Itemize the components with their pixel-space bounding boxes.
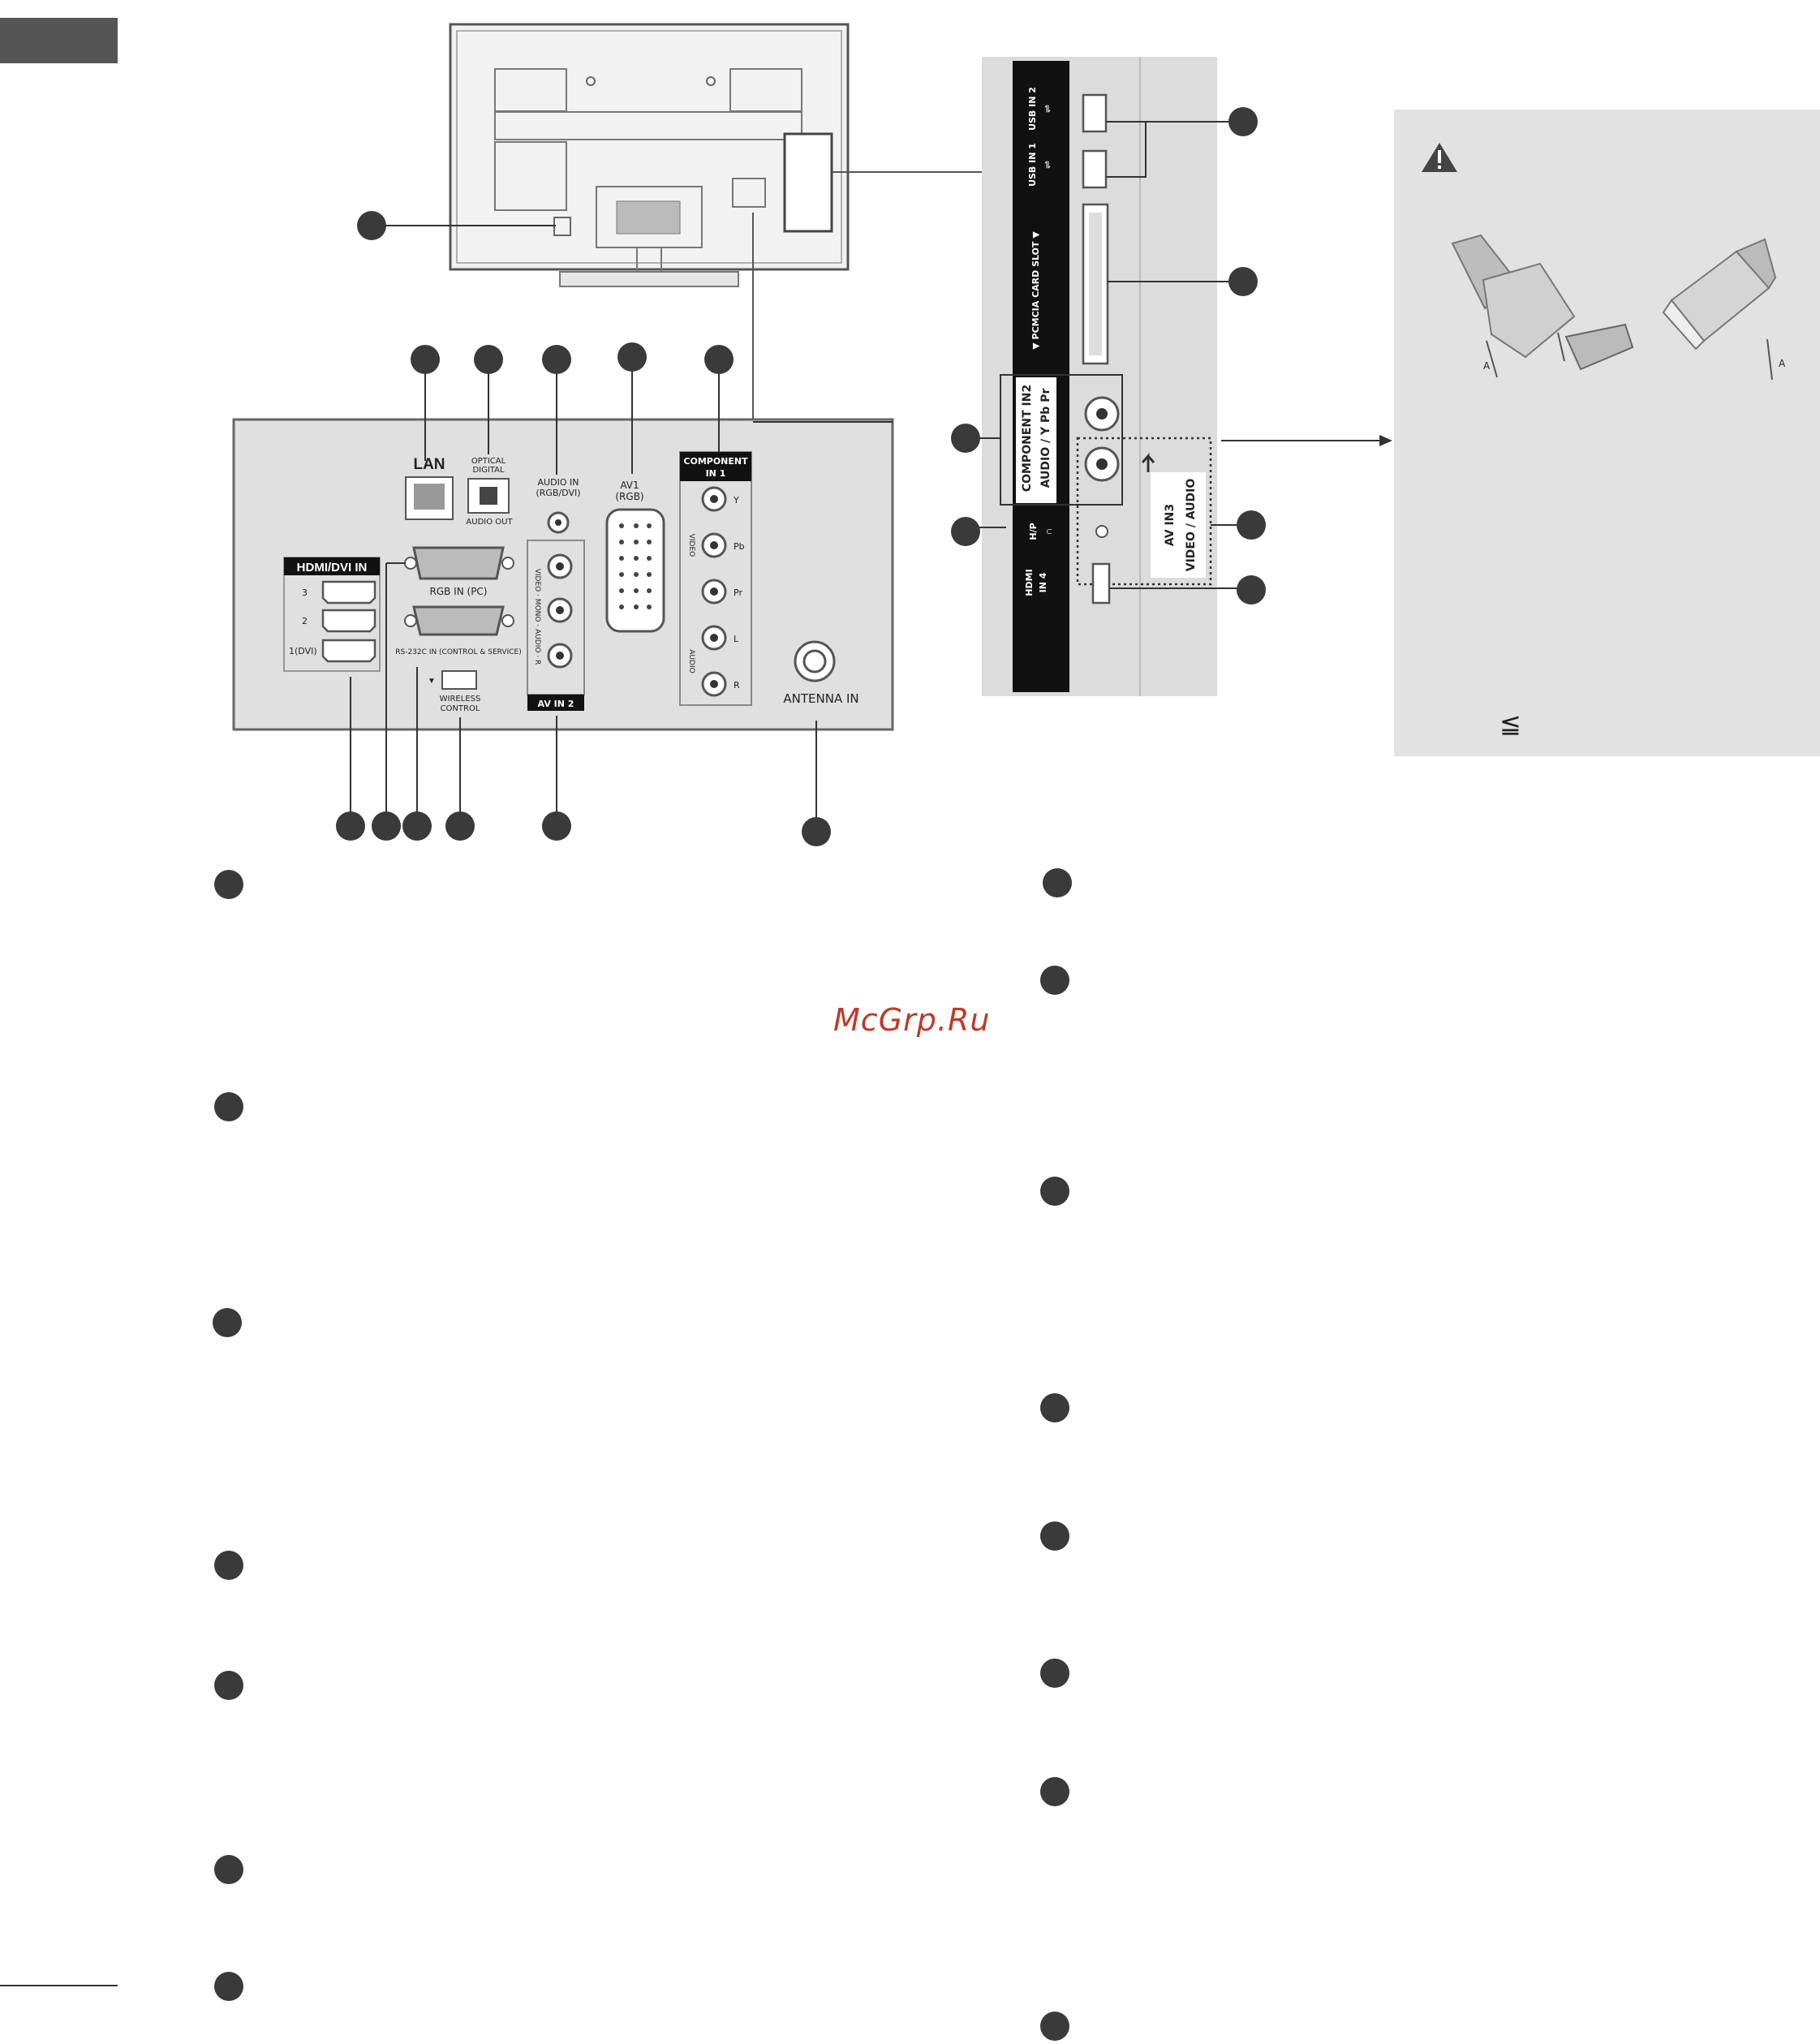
tv-back-view <box>449 23 850 287</box>
headphone-jack <box>1095 525 1108 538</box>
svg-text:1(DVI): 1(DVI) <box>289 646 317 656</box>
usb-stick-icon: A <box>1662 238 1786 381</box>
svg-text:AV1: AV1 <box>620 480 639 491</box>
svg-text:USB IN 2: USB IN 2 <box>1027 87 1038 131</box>
back-connection-panel: LAN OPTICAL DIGITAL AUDIO OUT AUDIO IN (… <box>232 418 894 731</box>
svg-text:IN 4: IN 4 <box>1038 572 1048 592</box>
svg-text:VIDEO · MONO · AUDIO · R: VIDEO · MONO · AUDIO · R <box>533 569 541 665</box>
svg-text:(RGB): (RGB) <box>615 491 643 502</box>
svg-text:AV IN3: AV IN3 <box>1164 504 1177 546</box>
svg-text:VIDEO: VIDEO <box>687 534 695 557</box>
svg-text:VIDEO / AUDIO: VIDEO / AUDIO <box>1185 479 1198 572</box>
svg-text:AV IN 2: AV IN 2 <box>538 699 574 709</box>
svg-text:CONTROL: CONTROL <box>441 704 480 713</box>
svg-text:Pb: Pb <box>734 541 745 552</box>
usb-icon: ⇌ <box>1042 161 1053 169</box>
rgb-in-port <box>412 546 505 580</box>
svg-text:A: A <box>1779 358 1786 369</box>
svg-text:OPTICAL: OPTICAL <box>471 457 506 466</box>
svg-text:RGB IN (PC): RGB IN (PC) <box>430 586 488 597</box>
usb1-port <box>1082 149 1108 189</box>
svg-text:(RGB/DVI): (RGB/DVI) <box>536 488 580 498</box>
svg-text:DIGITAL: DIGITAL <box>472 466 505 475</box>
svg-text:COMPONENT: COMPONENT <box>683 456 748 467</box>
item-bullets-right <box>1040 868 1072 2041</box>
svg-text:▼ PCMCIA CARD SLOT ▼: ▼ PCMCIA CARD SLOT ▼ <box>1030 231 1041 350</box>
hdmi4-port <box>1091 562 1111 605</box>
callout-dots-side <box>951 107 1266 605</box>
svg-text:R: R <box>734 680 740 691</box>
callout-dots-bottom <box>336 811 831 846</box>
svg-text:2: 2 <box>302 616 308 626</box>
svg-text:Y: Y <box>733 495 739 506</box>
svg-text:USB IN 1: USB IN 1 <box>1027 143 1038 187</box>
svg-text:▼: ▼ <box>428 677 436 686</box>
svg-text:AUDIO: AUDIO <box>687 649 695 673</box>
svg-text:HDMI: HDMI <box>1024 569 1035 596</box>
headphone-icon: ∩ <box>1043 528 1054 536</box>
svg-text:IN 1: IN 1 <box>706 468 726 479</box>
hdmi-plug-icon: A <box>1451 234 1634 378</box>
svg-text:HDMI/DVI IN: HDMI/DVI IN <box>297 561 368 574</box>
svg-text:≦: ≦ <box>1499 709 1521 738</box>
callout-dot <box>357 211 386 240</box>
usb-icon: ⇌ <box>1042 105 1053 113</box>
svg-text:L: L <box>734 634 739 644</box>
lan-label: LAN <box>413 456 445 473</box>
callout-dots-top <box>411 342 734 374</box>
item-bullets-left <box>213 870 243 2001</box>
svg-text:ANTENNA IN: ANTENNA IN <box>783 691 858 706</box>
svg-text:AUDIO / Y Pb Pr: AUDIO / Y Pb Pr <box>1039 389 1052 488</box>
watermark: McGrp.Ru <box>833 1002 991 1038</box>
svg-text:Pr: Pr <box>734 587 742 598</box>
svg-text:AUDIO IN: AUDIO IN <box>538 477 579 488</box>
section-tab <box>0 18 118 63</box>
svg-text:WIRELESS: WIRELESS <box>440 695 481 704</box>
usb2-port <box>1082 93 1108 133</box>
svg-text:COMPONENT IN2: COMPONENT IN2 <box>1021 385 1034 492</box>
svg-text:H/P: H/P <box>1028 523 1039 540</box>
svg-text:A: A <box>1483 360 1491 372</box>
hdmi-ports <box>321 580 376 663</box>
rs232c-port <box>412 605 505 636</box>
svg-text:3: 3 <box>302 587 308 598</box>
svg-text:RS-232C IN (CONTROL & SERVICE): RS-232C IN (CONTROL & SERVICE) <box>395 648 521 656</box>
wireless-control-port <box>441 670 477 690</box>
caution-box: A A ≦ <box>1394 110 1820 756</box>
svg-text:AUDIO OUT: AUDIO OUT <box>466 518 513 527</box>
side-connection-panel: USB IN 2 USB IN 1 ⇌ ⇌ ▼ PCMCIA CARD SLOT… <box>982 57 1217 696</box>
